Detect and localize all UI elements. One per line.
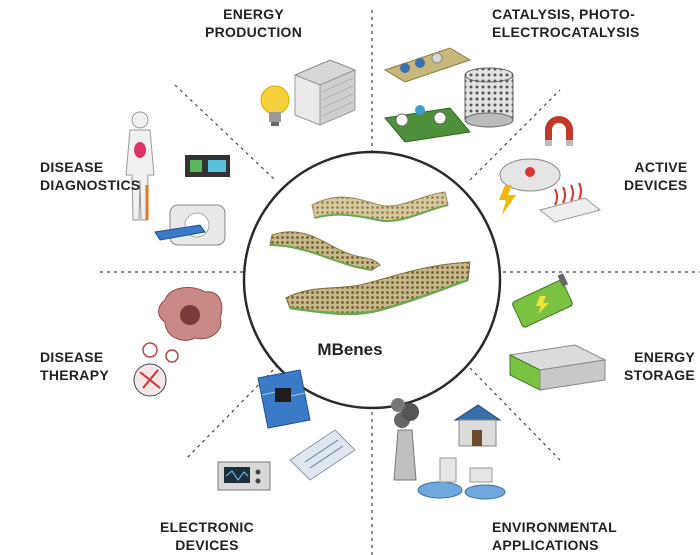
laser-spot-icon [525,167,535,177]
label-catalysis: CATALYSIS, PHOTO- ELECTROCATALYSIS [492,6,640,40]
heater-coil-icon [538,182,602,223]
lightning-icon [499,185,516,215]
label-energy-production: ENERGY PRODUCTION [205,6,303,40]
circuit-board-icon [257,369,311,429]
label-electronic-devices: ELECTRONIC DEVICES [160,519,254,553]
light-bulb-icon [260,85,290,126]
sensor-chip-icon [289,429,356,481]
label-disease-diagnostics: DISEASE DIAGNOSTICS [40,159,141,193]
label-active-devices: ACTIVE DEVICES [624,159,688,193]
center-title: MBenes [317,340,383,359]
separator-top-left [174,84,276,181]
tumor-cell-icon [158,287,223,341]
house-icon [453,404,502,447]
nanoparticle-icon [133,342,179,397]
human-body-icon [125,111,155,221]
porous-cylinder-icon [464,67,514,128]
monitor-stand-icon [185,155,230,177]
label-disease-therapy: DISEASE THERAPY [40,349,109,383]
water-treatment-icon [417,457,506,500]
battery-icon [512,273,573,328]
separator-bottom-right [469,367,561,461]
label-energy-storage: ENERGY STORAGE [624,349,696,383]
nanosheet-layers-icon [269,191,471,316]
factory-icon [391,398,419,481]
label-environmental: ENVIRONMENTAL APPLICATIONS [492,519,617,553]
magnet-icon [545,116,573,146]
storage-unit-icon [508,344,607,391]
solar-panel-icon [293,59,357,126]
separator-top-right [469,89,561,181]
catalyst-sheet-icon [383,47,472,143]
mri-scanner-icon [154,204,226,246]
center-circle [242,150,502,410]
oscilloscope-icon [217,461,271,491]
